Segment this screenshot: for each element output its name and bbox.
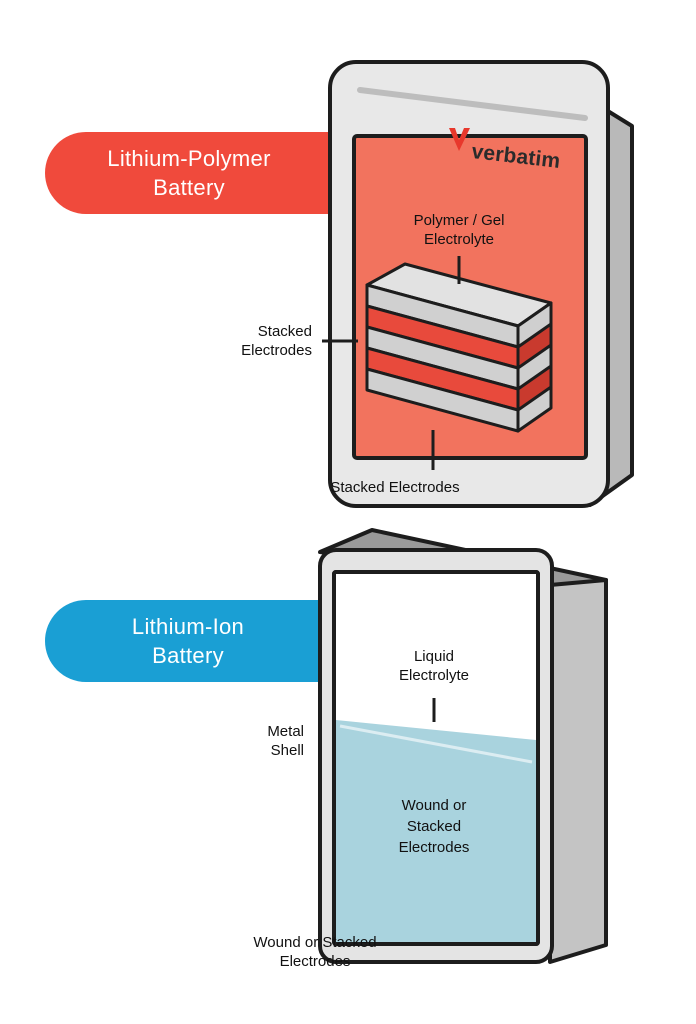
ion-inner-line1: Wound or — [401, 797, 467, 814]
ion-bottom-label: Wound or Stacked Electrodes — [226, 933, 404, 971]
metal-shell-line2: Shell — [270, 742, 304, 759]
polymer-title-line1: Lithium-Polymer — [107, 146, 271, 171]
polymer-stack-line2: Electrodes — [241, 342, 312, 359]
ion-bottom-line1: Wound or Stacked — [253, 934, 377, 951]
polymer-pill-shape — [45, 132, 332, 214]
liquid-surface-highlight — [339, 724, 533, 764]
ion-electrolyte-label: Liquid Electrolyte — [374, 647, 494, 685]
electrode-layers — [365, 283, 553, 433]
polymer-title-line2: Battery — [153, 175, 225, 200]
polymer-electrolyte-line2: Electrolyte — [423, 231, 495, 248]
polymer-title-pill: Lithium-Polymer Battery — [46, 132, 332, 214]
polymer-battery-highlight — [357, 87, 588, 121]
side-layer-red-a — [516, 322, 553, 370]
metal-shell-line1: Metal — [267, 723, 304, 740]
ion-inner-window-outline — [332, 570, 540, 946]
polymer-stack-line1: Stacked — [257, 323, 312, 340]
metal-shell-label: Metal Shell — [220, 722, 304, 760]
polymer-electrolyte-label: Polymer / Gel Electrolyte — [384, 211, 534, 249]
ion-battery-side — [548, 578, 608, 964]
ion-electrolyte-line2: Electrolyte — [398, 667, 470, 684]
ion-title-pill: Lithium-Ion Battery — [46, 600, 330, 682]
electrode-layer-gray-c — [365, 367, 520, 433]
ion-electrolyte-line1: Liquid — [413, 648, 455, 665]
v-chevron-logo-icon — [449, 128, 470, 151]
ion-inner-label: Wound or Stacked Electrodes — [374, 795, 494, 858]
ion-title-line1: Lithium-Ion — [131, 614, 245, 639]
ion-inner-line2: Stacked — [406, 818, 462, 835]
ion-battery-body — [318, 528, 608, 964]
liquid-electrolyte-fill — [336, 720, 536, 942]
polymer-bottom-label: Stacked Electrodes — [330, 479, 460, 496]
ion-pill-shape — [45, 600, 330, 682]
polymer-electrolyte-line1: Polymer / Gel — [413, 212, 505, 229]
side-layer-red-b — [516, 364, 553, 412]
ion-bottom-line2: Electrodes — [279, 953, 351, 970]
ion-inner-line3: Electrodes — [398, 839, 470, 856]
polymer-stack-label: Stacked Electrodes — [200, 322, 312, 360]
stack-side-face — [516, 301, 553, 433]
ion-title-line2: Battery — [152, 643, 224, 668]
